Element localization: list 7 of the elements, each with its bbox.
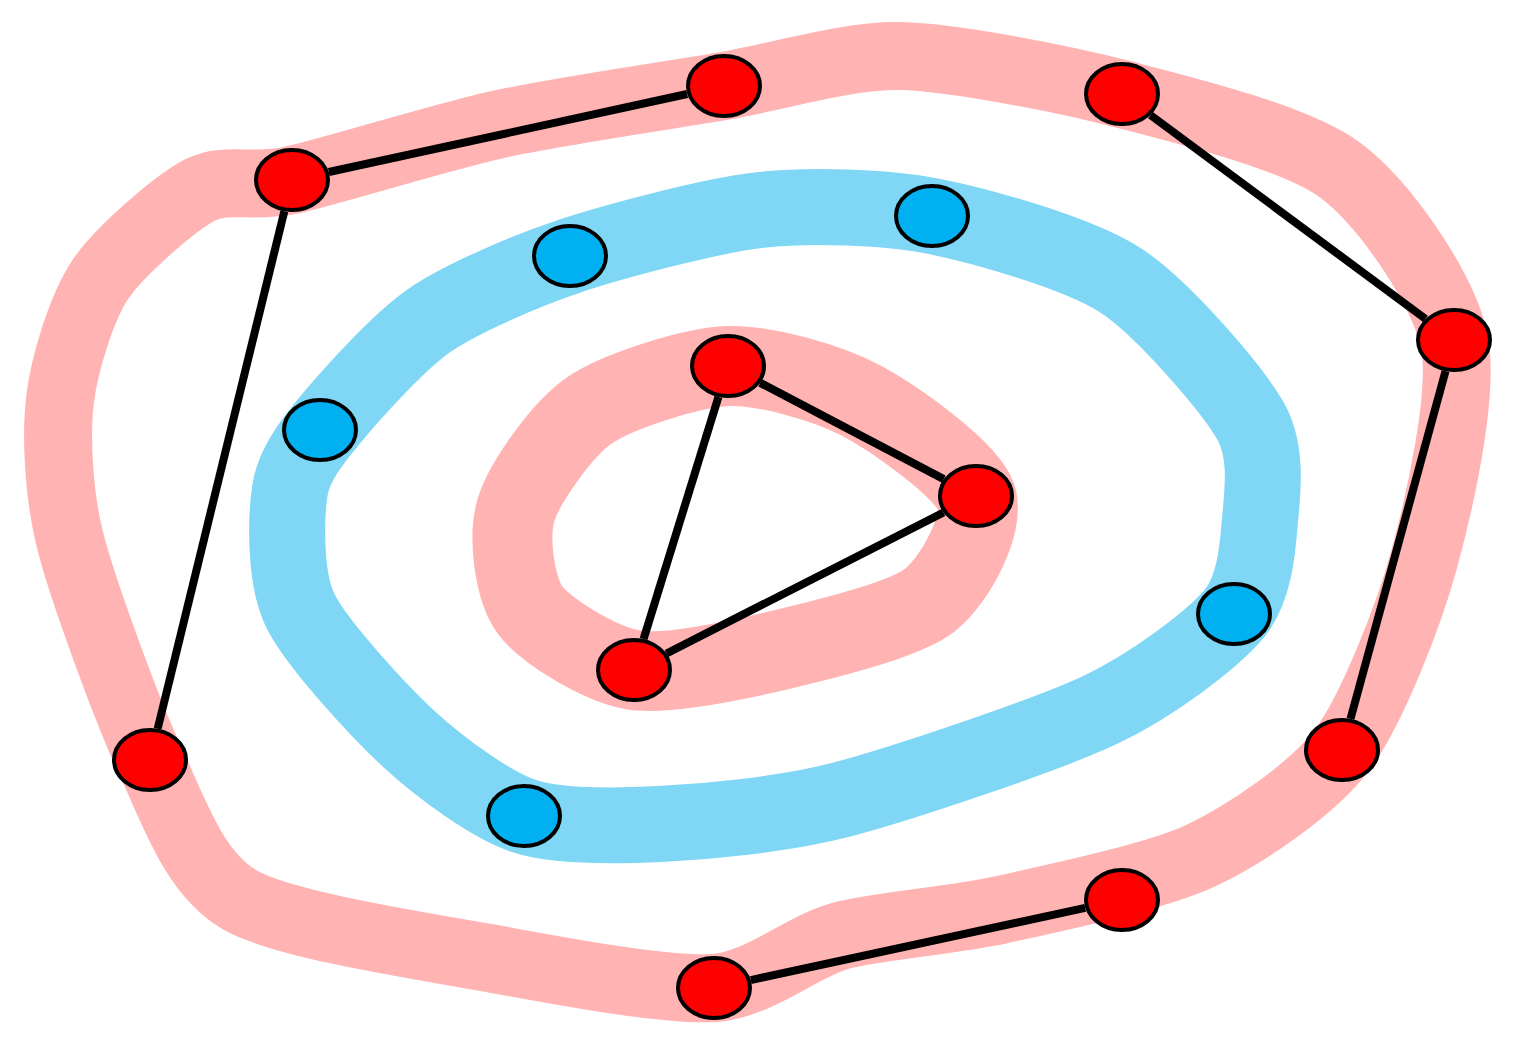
- connector-line: [758, 379, 946, 483]
- connector-line: [327, 90, 689, 176]
- connector-line: [1346, 370, 1450, 720]
- connector-line: [153, 210, 289, 730]
- connector-line: [639, 395, 723, 641]
- connector-line: [749, 904, 1087, 984]
- connector-line: [664, 509, 946, 657]
